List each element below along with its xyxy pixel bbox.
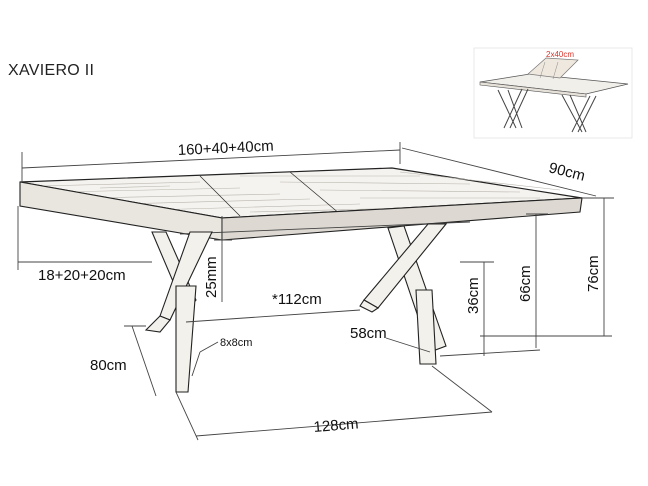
height-label: 76cm xyxy=(585,255,602,292)
extension-label: 2x40cm xyxy=(546,50,574,59)
leg-section-label: 8x8cm xyxy=(220,337,252,349)
left-x-leg xyxy=(144,231,213,393)
leg-clearance-label: 66cm xyxy=(517,265,534,302)
length-label: 160+40+40cm xyxy=(177,137,274,158)
product-title: XAVIERO II xyxy=(8,62,95,79)
inner-leg-distance-label: *112cm xyxy=(272,291,322,308)
top-thickness-label: 25mm xyxy=(203,256,220,298)
overhang-label: 18+20+20cm xyxy=(38,267,126,284)
leg-foot-label: 80cm xyxy=(90,357,127,374)
crossbar-height-label: 36cm xyxy=(465,277,482,314)
extended-table-preview: 2x40cm xyxy=(473,47,633,139)
leg-depth-label: 58cm xyxy=(350,325,387,342)
depth-label: 90cm xyxy=(547,159,587,184)
dimension-lines xyxy=(17,142,614,441)
outer-leg-distance-label: 128cm xyxy=(313,415,359,436)
table-body xyxy=(19,167,583,393)
right-x-leg xyxy=(359,223,448,365)
